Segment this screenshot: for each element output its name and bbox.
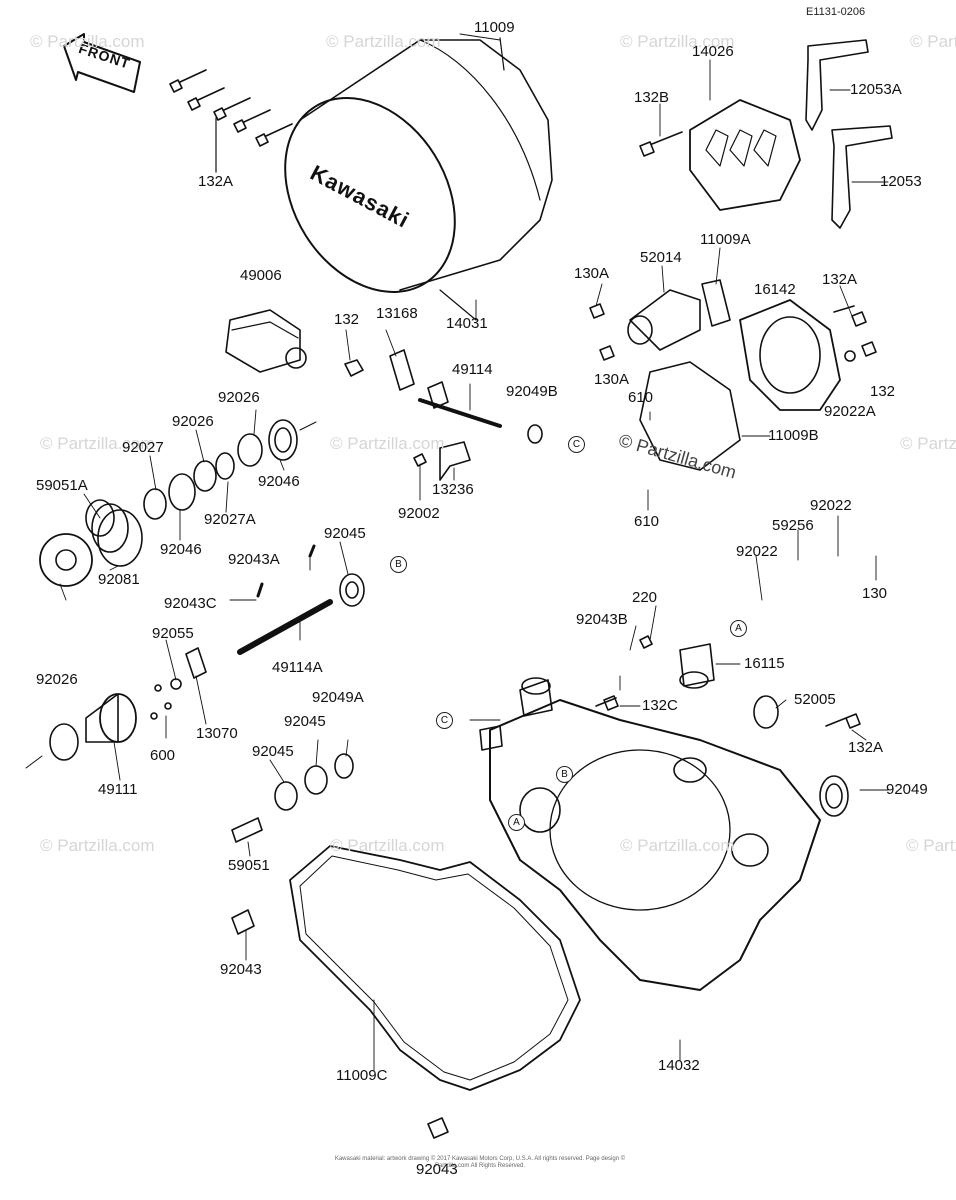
part-label: 92002 xyxy=(398,505,440,522)
part-label: 14031 xyxy=(446,315,488,332)
part-label: 16142 xyxy=(754,281,796,298)
part-label: 92045 xyxy=(324,525,366,542)
part-label: 92045 xyxy=(284,713,326,730)
part-label: 11009 xyxy=(474,19,515,36)
part-label: 92043 xyxy=(220,961,262,978)
part-label: 610 xyxy=(634,513,660,530)
chain-guide-14026 xyxy=(639,39,893,229)
part-label: 49114 xyxy=(452,361,493,378)
part-label: 92043 xyxy=(416,1161,458,1178)
part-label: 16115 xyxy=(744,655,785,672)
ref-marker-a: A xyxy=(730,620,747,637)
part-label: 13236 xyxy=(432,481,474,498)
part-label: 49111 xyxy=(98,781,138,798)
part-label: 92022 xyxy=(810,497,852,514)
impeller-49111 xyxy=(25,647,207,769)
part-label: 14032 xyxy=(658,1057,700,1074)
watermark: © Partzilla.com xyxy=(900,434,956,453)
ref-marker-c: C xyxy=(436,712,453,729)
part-label: 11009A xyxy=(700,231,751,248)
watermark: © Partzilla.com xyxy=(326,32,441,51)
part-label: 132C xyxy=(642,697,678,714)
part-label: 49114A xyxy=(272,659,323,676)
part-label: 11009C xyxy=(336,1067,388,1084)
leader-lines xyxy=(59,33,889,1071)
part-label: 130A xyxy=(594,371,630,388)
part-label: 132A xyxy=(822,271,858,288)
part-label: 130A xyxy=(574,265,610,282)
part-label: 59051 xyxy=(228,857,270,874)
part-label: 11009B xyxy=(768,427,819,444)
part-label: 132A xyxy=(198,173,234,190)
part-label: 92081 xyxy=(98,571,140,588)
part-label: 92055 xyxy=(152,625,194,642)
part-label: 52014 xyxy=(640,249,682,266)
ref-marker-c: C xyxy=(568,436,585,453)
watermark: © Partzilla.com xyxy=(906,836,956,855)
part-label: 12053A xyxy=(850,81,902,98)
copyright-notice: Kawasaki material: artwork drawing © 201… xyxy=(334,1156,626,1169)
watermark: © Partzilla.com xyxy=(620,32,735,51)
dowel-92043 xyxy=(427,1117,449,1139)
pump-shaft-49114A xyxy=(237,544,365,655)
part-label: 610 xyxy=(628,389,654,406)
shift-shaft-49114 xyxy=(344,349,543,481)
part-label: 13070 xyxy=(196,725,238,742)
watermark: © Partzilla.com xyxy=(620,836,735,855)
watermark: © Partzilla.com xyxy=(30,32,145,51)
part-label: 92022A xyxy=(824,403,876,420)
part-label: 220 xyxy=(632,589,658,606)
part-label: 132B xyxy=(634,89,670,106)
part-label: 92049B xyxy=(506,383,558,400)
bolt-group-top-left xyxy=(169,69,293,173)
watermark: © Partzilla.com xyxy=(330,434,445,453)
part-label: 92043A xyxy=(228,551,280,568)
part-label: 92043C xyxy=(164,595,217,612)
part-label: 14026 xyxy=(692,43,734,60)
ref-marker-b: B xyxy=(556,766,573,783)
pump-shaft-stack xyxy=(39,419,317,587)
part-label: 92045 xyxy=(252,743,294,760)
water-pump-group xyxy=(589,279,877,471)
part-label: 92022 xyxy=(736,543,778,560)
part-label: 59051A xyxy=(36,477,88,494)
part-label: 92027A xyxy=(204,511,256,528)
watermark: © Partzilla.com xyxy=(40,836,155,855)
part-label: 92046 xyxy=(258,473,300,490)
part-label: 92026 xyxy=(218,389,260,406)
bearings-92045 xyxy=(231,753,354,935)
front-arrow-icon xyxy=(63,33,141,93)
part-label: 600 xyxy=(150,747,176,764)
ref-marker-b: B xyxy=(390,556,407,573)
part-label: 92046 xyxy=(160,541,202,558)
clutch-cover-14031 xyxy=(284,37,553,321)
watermark: © Partzilla.com xyxy=(40,434,155,453)
diagram-ref: E1131-0206 xyxy=(806,6,866,18)
part-label: 92049 xyxy=(886,781,928,798)
part-label: 12053 xyxy=(880,173,922,190)
ref-marker-a: A xyxy=(508,814,525,831)
part-label: 132 xyxy=(870,383,896,400)
part-label: 132 xyxy=(334,311,360,328)
right-cover-14032 xyxy=(479,635,861,991)
part-label: 59256 xyxy=(772,517,814,534)
part-label: 92027 xyxy=(122,439,164,456)
part-label: 92026 xyxy=(172,413,214,430)
part-label: 92049A xyxy=(312,689,364,706)
watermark: © Partzilla.com xyxy=(330,836,445,855)
watermark: © Partzilla.com xyxy=(910,32,956,51)
part-label: 13168 xyxy=(376,305,418,322)
part-label: 92026 xyxy=(36,671,78,688)
gasket-11009C xyxy=(289,845,581,1091)
part-label: 130 xyxy=(862,585,888,602)
breather-49006 xyxy=(225,309,307,373)
part-label: 49006 xyxy=(240,267,282,284)
part-label: 132A xyxy=(848,739,884,756)
part-label: 92043B xyxy=(576,611,628,628)
part-label: 52005 xyxy=(794,691,836,708)
